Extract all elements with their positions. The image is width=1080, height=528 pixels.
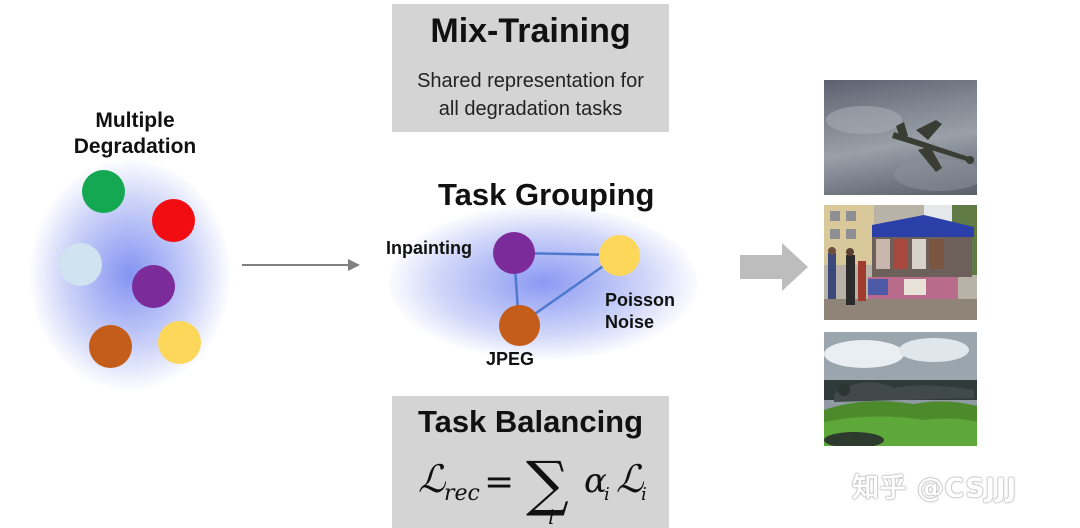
mix-training-sub-line-1: Shared representation for: [417, 70, 644, 92]
jpeg-node: [499, 305, 540, 346]
multiple-degradation-title: Multiple Degradation: [40, 108, 230, 159]
svg-text:rec: rec: [444, 481, 480, 506]
poisson-noise-node: [599, 235, 640, 276]
svg-text:α: α: [584, 461, 607, 501]
thick-arrow-icon: [740, 243, 808, 291]
yellow-degradation-dot: [158, 321, 201, 364]
task-balancing-panel: [392, 396, 669, 528]
poisson-label-line-2: Noise: [605, 311, 655, 332]
purple-degradation-dot: [132, 265, 175, 308]
zhihu-watermark: 知乎 @CSJJJ: [852, 473, 1017, 504]
title-line-1: Multiple: [95, 109, 175, 132]
jpeg-label: JPEG: [486, 349, 535, 369]
green-degradation-dot: [82, 170, 125, 213]
iguana-photo: [824, 332, 977, 446]
svg-text:i: i: [604, 484, 610, 505]
airplane-icon: [826, 106, 977, 191]
thin-arrow-icon: [242, 259, 360, 271]
inpainting-node: [493, 232, 535, 274]
mix-training-sub-line-2: all degradation tasks: [438, 98, 623, 120]
poisson-label-line-1: Poisson: [605, 290, 676, 310]
inpainting-label: Inpainting: [386, 238, 472, 258]
poisson-noise-label: Poisson Noise: [605, 290, 675, 334]
market-street-photo: [824, 205, 977, 320]
airplane-photo: [824, 80, 977, 195]
task-grouping-title: Task Grouping: [438, 177, 655, 212]
red-degradation-dot: [152, 199, 195, 242]
reconstruction-loss-equation: ℒ rec = ∑ i α i ℒ i: [418, 449, 647, 528]
market-scene-icon: [824, 205, 977, 320]
task-grouping-blue-glow: [388, 205, 698, 360]
title-line-2: Degradation: [73, 134, 197, 158]
orange-degradation-dot: [89, 325, 132, 368]
svg-text:i: i: [548, 505, 554, 528]
svg-text:=: =: [484, 462, 514, 503]
svg-text:ℒ: ℒ: [616, 457, 645, 501]
task-balancing-title: Task Balancing: [417, 404, 644, 439]
svg-text:i: i: [641, 484, 647, 505]
svg-text:∑: ∑: [526, 449, 569, 519]
mix-training-subtitle: Shared representation for all degradatio…: [392, 67, 669, 123]
light-blue-degradation-dot: [59, 243, 102, 286]
iguana-scene-icon: [824, 332, 977, 446]
mix-training-panel: [392, 4, 669, 132]
svg-text:ℒ: ℒ: [418, 457, 447, 501]
mix-training-title: Mix-Training: [430, 12, 631, 50]
